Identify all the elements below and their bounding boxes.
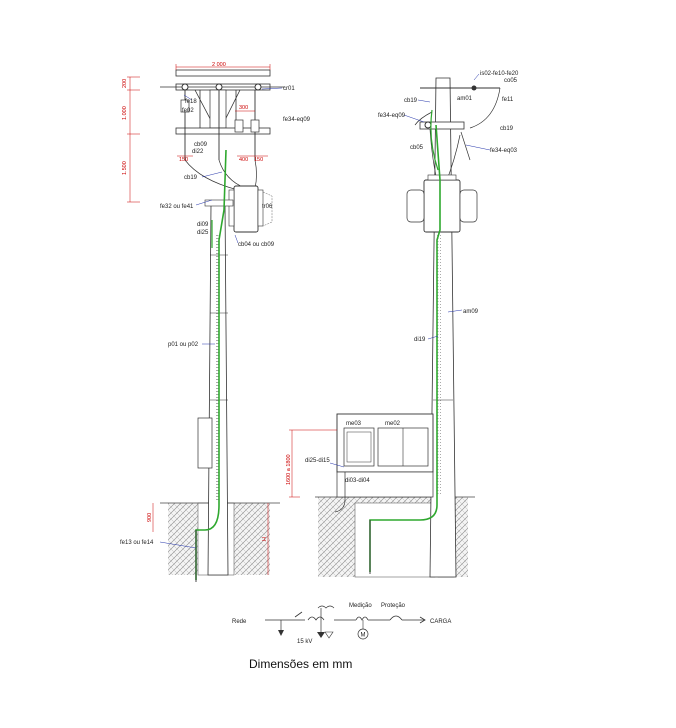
label-di19: di19 xyxy=(414,337,426,343)
label-am09: am09 xyxy=(463,309,479,315)
schematic-protecao: Proteção xyxy=(381,603,406,609)
label-fe02: fe02 xyxy=(182,108,194,114)
arrow-right-icon xyxy=(419,616,426,624)
dim-200: 200 xyxy=(122,79,128,88)
left-dimensions: 2 000 200 1.000 1.500 300 150 400 150 90… xyxy=(122,62,271,575)
right-transformer xyxy=(423,179,461,233)
left-labels: cr01 fe18 fe02 fe34-eq09 cb09 di22 cb19 … xyxy=(120,86,311,549)
dim-300: 300 xyxy=(239,105,248,111)
left-pole-ladder xyxy=(215,235,219,500)
single-line-schematic: Rede 15 kV M Medição Proteção CARGA xyxy=(232,603,451,645)
dim-1600-1800: 1600 a 1800 xyxy=(286,454,292,485)
left-meter-box xyxy=(197,417,213,469)
label-cb19-b: cb19 xyxy=(500,126,514,132)
label-p01-p02: p01 ou p02 xyxy=(168,342,199,348)
left-crossarm-second xyxy=(175,127,271,135)
right-pole-assembly xyxy=(315,77,501,578)
label-fe34-eq09: fe34-eq09 xyxy=(283,117,311,123)
schematic-kv: 15 kV xyxy=(297,639,312,645)
label-di25-di15: di25-di15 xyxy=(305,458,330,464)
label-di22: di22 xyxy=(192,149,204,155)
label-di03-di04: di03-di04 xyxy=(345,478,370,484)
left-cutout-3 xyxy=(250,119,260,133)
label-fe34-eq09-right: fe34-eq09 xyxy=(378,113,406,119)
schematic-carga: CARGA xyxy=(430,619,451,625)
label-di25: di25 xyxy=(197,230,209,236)
label-fe13-fe14: fe13 ou fe14 xyxy=(120,540,154,546)
label-fe34-eq03: fe34-eq03 xyxy=(490,148,518,154)
left-pole-assembly xyxy=(160,69,285,582)
dim-900: 900 xyxy=(147,513,153,522)
label-co05: co05 xyxy=(504,78,518,84)
dim-h: H xyxy=(262,537,268,541)
left-transformer xyxy=(233,185,259,233)
right-crossarm xyxy=(419,121,465,130)
me03-compartment xyxy=(343,427,375,467)
dim-150-a: 150 xyxy=(179,157,188,163)
transformer-symbol xyxy=(307,616,325,621)
label-tr06: tr06 xyxy=(262,204,273,210)
right-ground-wire xyxy=(369,124,441,572)
right-dimensions: 1600 a 1800 xyxy=(286,429,337,498)
dim-400: 400 xyxy=(239,157,248,163)
protection-symbol xyxy=(389,615,403,621)
dim-top-width: 2 000 xyxy=(212,62,226,68)
dim-150-b: 150 xyxy=(254,157,263,163)
caption: Dimensões em mm xyxy=(249,657,352,671)
label-fe18: fe18 xyxy=(185,99,197,105)
right-labels: is02-fe10-fe20 co05 am01 fe11 cb19 fe34-… xyxy=(305,71,519,484)
label-me03: me03 xyxy=(346,421,362,427)
label-cb04-cb09: cb04 ou cb09 xyxy=(238,242,275,248)
right-foundation xyxy=(354,502,436,578)
label-cb09: cb09 xyxy=(194,142,208,148)
meter-symbol: M xyxy=(361,633,366,639)
left-ground-wire xyxy=(195,149,227,580)
left-cutout-2 xyxy=(234,119,244,133)
schematic-rede: Rede xyxy=(232,619,247,625)
label-cb05: cb05 xyxy=(410,145,424,151)
label-cr01: cr01 xyxy=(283,86,295,92)
label-me02: me02 xyxy=(385,421,401,427)
label-di09: di09 xyxy=(197,222,209,228)
schematic-medicao: Medição xyxy=(349,603,372,609)
label-is02: is02-fe10-fe20 xyxy=(480,71,519,77)
left-cutout-1 xyxy=(180,99,190,113)
label-cb19-a: cb19 xyxy=(404,98,418,104)
label-am01: am01 xyxy=(457,96,473,102)
dim-1500: 1.500 xyxy=(122,161,128,175)
label-fe32-fe41: fe32 ou fe41 xyxy=(160,204,194,210)
label-cb19: cb19 xyxy=(184,175,198,181)
label-fe11: fe11 xyxy=(502,97,514,103)
dim-1000: 1.000 xyxy=(122,106,128,120)
